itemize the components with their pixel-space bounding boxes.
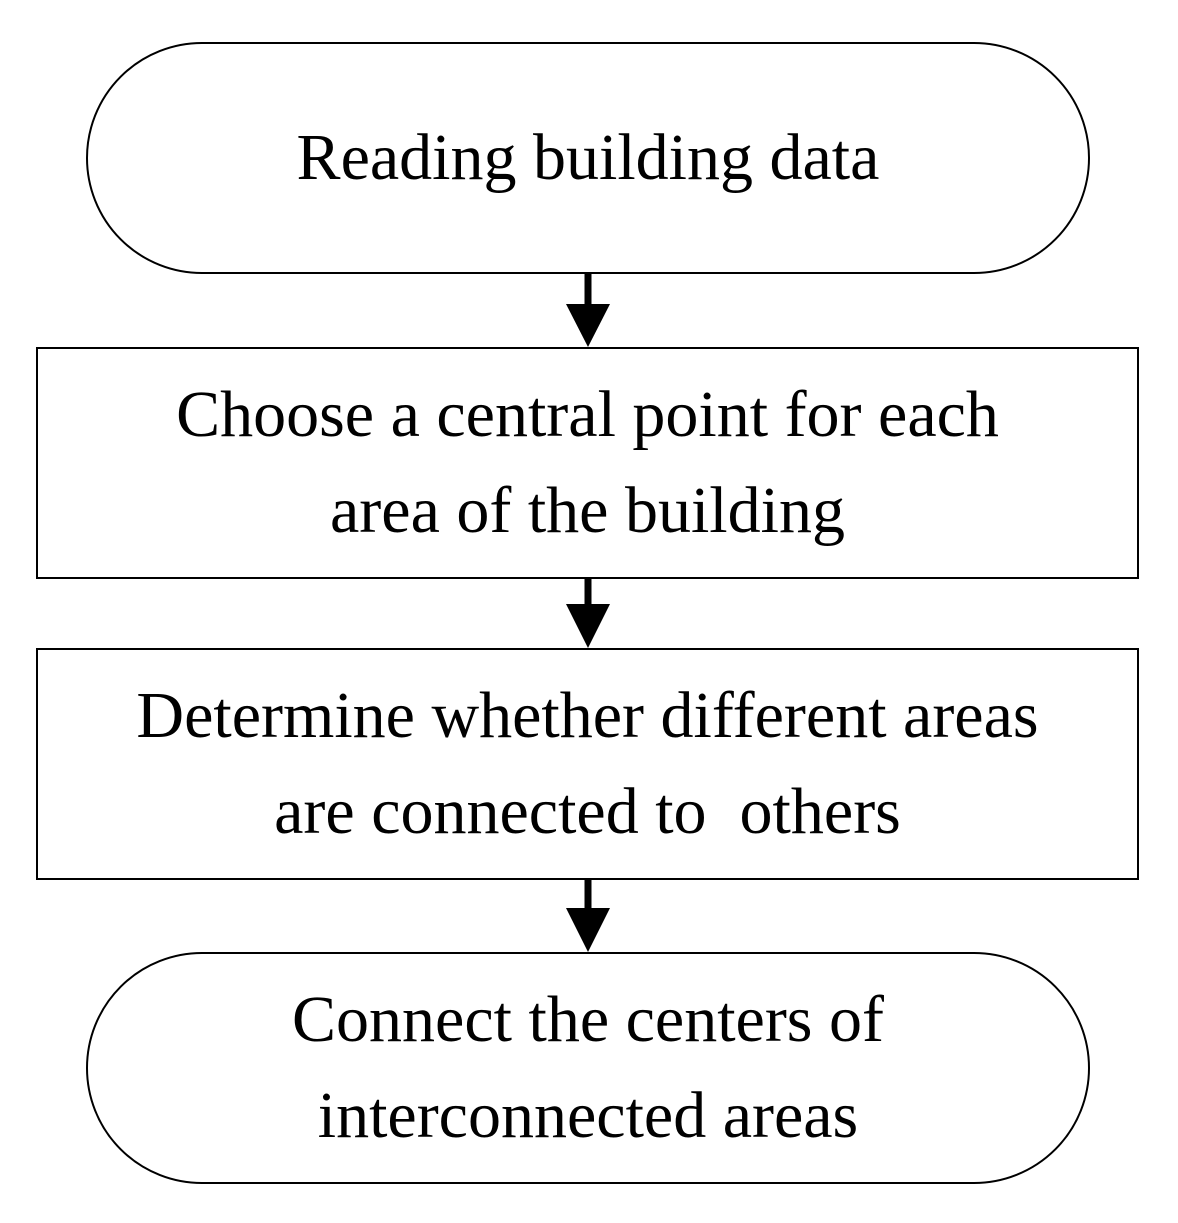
step-2-line-1: Choose a central point for each — [176, 378, 999, 451]
step-3-line-1: Determine whether different areas — [136, 679, 1039, 752]
step-3-line-2: are connected to others — [274, 775, 901, 848]
arrow-1 — [566, 274, 610, 347]
step-1-line-1: Reading building data — [296, 121, 880, 194]
start-terminal: Reading building data — [86, 42, 1090, 274]
end-terminal: Connect the centers of interconnected ar… — [86, 952, 1090, 1184]
central-point-step: Choose a central point for each area of … — [36, 347, 1139, 579]
connectivity-step: Determine whether different areas are co… — [36, 648, 1139, 880]
step-2-line-2: area of the building — [330, 474, 845, 547]
step-4-line-2: interconnected areas — [317, 1079, 859, 1152]
arrow-3 — [566, 880, 610, 952]
arrow-2 — [566, 579, 610, 648]
step-4-line-1: Connect the centers of — [292, 983, 884, 1056]
